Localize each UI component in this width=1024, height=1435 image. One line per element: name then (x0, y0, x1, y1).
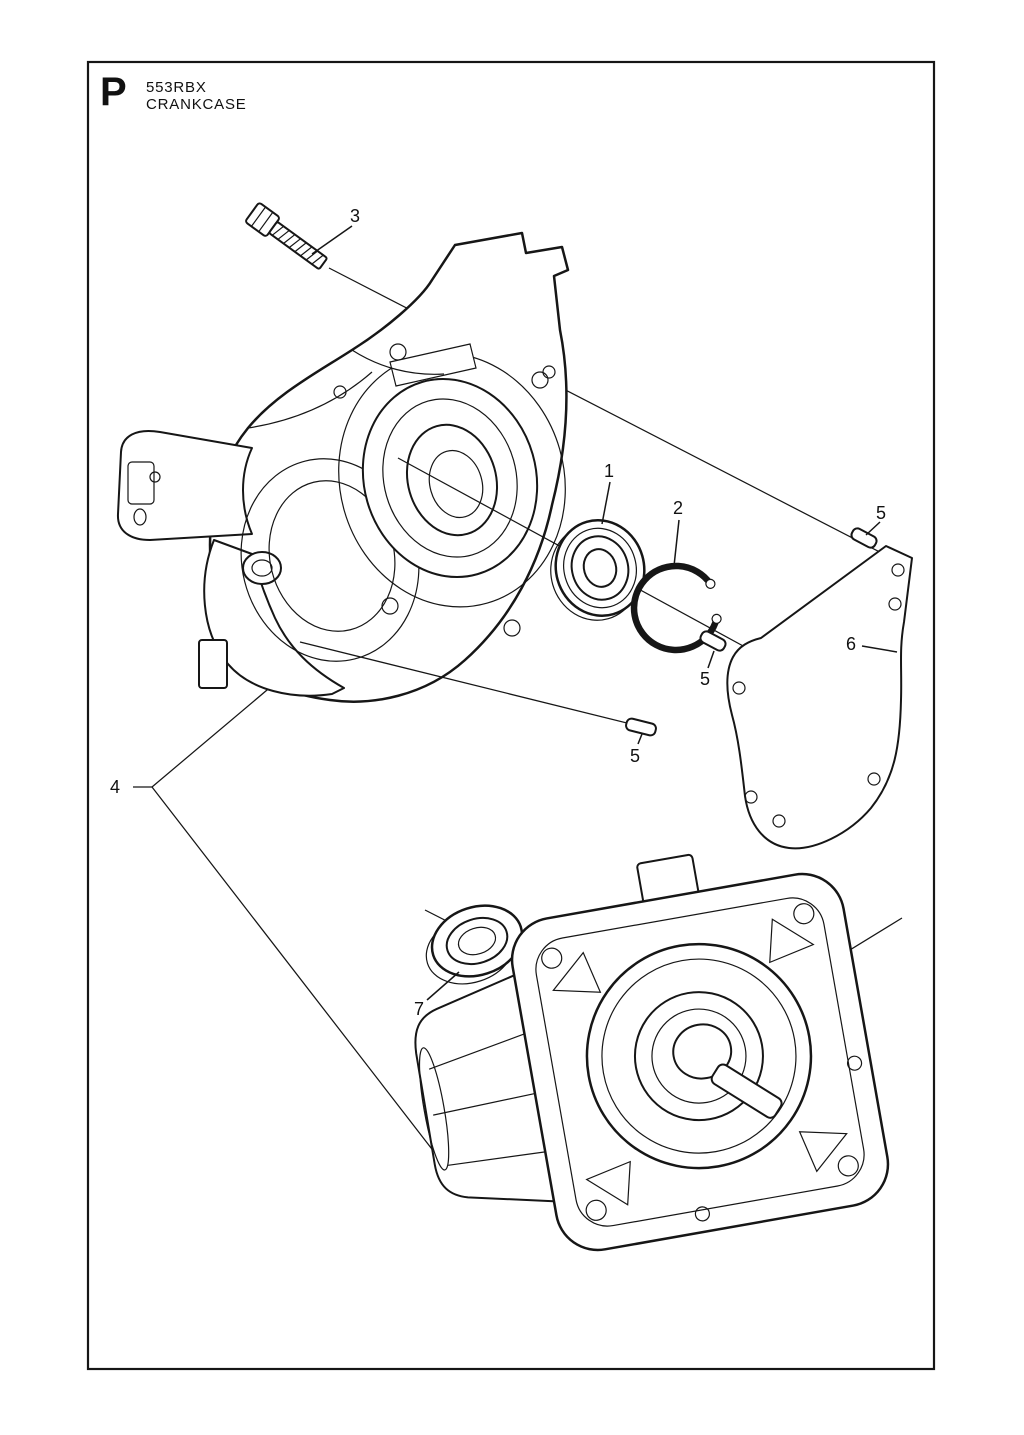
callout-1-bearing: 1 (604, 461, 615, 481)
callout-2-snap-ring: 2 (673, 498, 684, 518)
callout-7-oil-seal: 7 (414, 999, 425, 1019)
snap-ring-drawing (630, 562, 722, 654)
callout-5-pin-bottom: 5 (630, 746, 641, 766)
pin-drawing-bottom (625, 717, 657, 737)
callout-leader-lines (311, 225, 898, 1001)
bearing-drawing (550, 519, 646, 621)
callout-4-crankcase-assembly: 4 (110, 777, 121, 797)
callout-3-screw: 3 (350, 206, 361, 226)
model-number: 553RBX (146, 79, 207, 96)
upper-crankcase-half-drawing (116, 231, 570, 703)
callout-6-gasket: 6 (846, 634, 857, 654)
section-title: CRANKCASE (146, 96, 247, 113)
callout-5-pin-top: 5 (876, 503, 887, 523)
oil-seal-drawing (425, 904, 524, 985)
page-border (86, 60, 936, 1371)
screw-drawing (245, 202, 328, 270)
mount-arm (116, 430, 253, 541)
lower-crankcase-half-drawing (414, 853, 890, 1252)
section-letter: P (100, 70, 128, 114)
pin-drawing-mid (699, 630, 727, 652)
callout-5-pin-mid: 5 (700, 669, 711, 689)
gasket-drawing (726, 545, 913, 850)
pin-drawing-top (850, 527, 878, 549)
